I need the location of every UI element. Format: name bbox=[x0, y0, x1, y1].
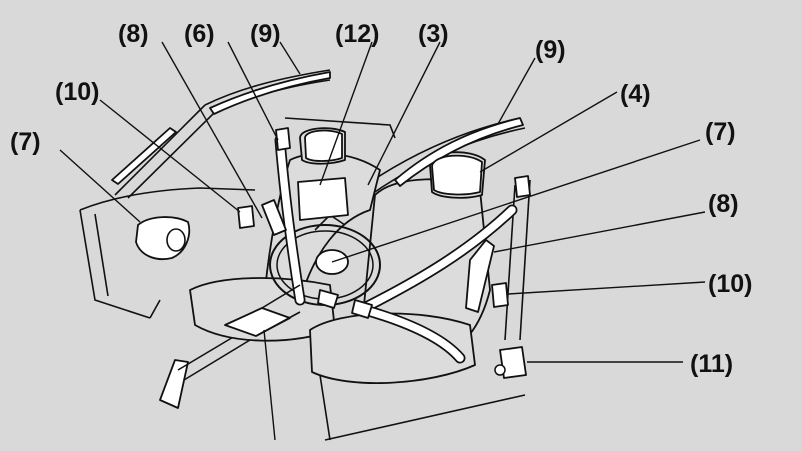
callout-labels: (8) (6) (9) (12) (3) (9) (10) (4) (7) (7… bbox=[10, 20, 752, 378]
callout-11: (11) bbox=[690, 350, 733, 378]
side-impact-sensor-right bbox=[491, 282, 509, 308]
passenger-belt-tensioner bbox=[275, 127, 291, 151]
callout-9-top: (9) bbox=[250, 20, 281, 48]
callout-10-left: (10) bbox=[55, 78, 99, 106]
driver-headrest bbox=[431, 154, 483, 196]
seat-belts bbox=[274, 134, 518, 364]
callout-6: (6) bbox=[184, 20, 215, 48]
leader-lines bbox=[59, 41, 706, 441]
curtain-airbag-rail-right bbox=[394, 117, 524, 187]
srs-control-unit bbox=[224, 284, 301, 337]
callout-7-right: (7) bbox=[705, 118, 736, 146]
side-impact-sensor-left bbox=[237, 205, 255, 229]
curtain-airbag-rail-left bbox=[111, 71, 331, 185]
seat-belt-pretensioner bbox=[494, 175, 531, 379]
callout-12: (12) bbox=[335, 20, 379, 48]
callout-7-left: (7) bbox=[10, 128, 41, 156]
passenger-headrest bbox=[304, 129, 343, 162]
occupant-position-sensor bbox=[297, 177, 349, 221]
callout-3: (3) bbox=[418, 20, 449, 48]
callout-9-right: (9) bbox=[535, 36, 566, 64]
callout-8-top: (8) bbox=[118, 20, 149, 48]
side-airbag-passenger bbox=[261, 199, 287, 236]
callout-10-right: (10) bbox=[708, 270, 752, 298]
callout-8-right: (8) bbox=[708, 190, 739, 218]
passenger-airbag-module bbox=[135, 216, 191, 260]
side-airbag-driver bbox=[465, 239, 495, 313]
callout-4: (4) bbox=[620, 80, 651, 108]
